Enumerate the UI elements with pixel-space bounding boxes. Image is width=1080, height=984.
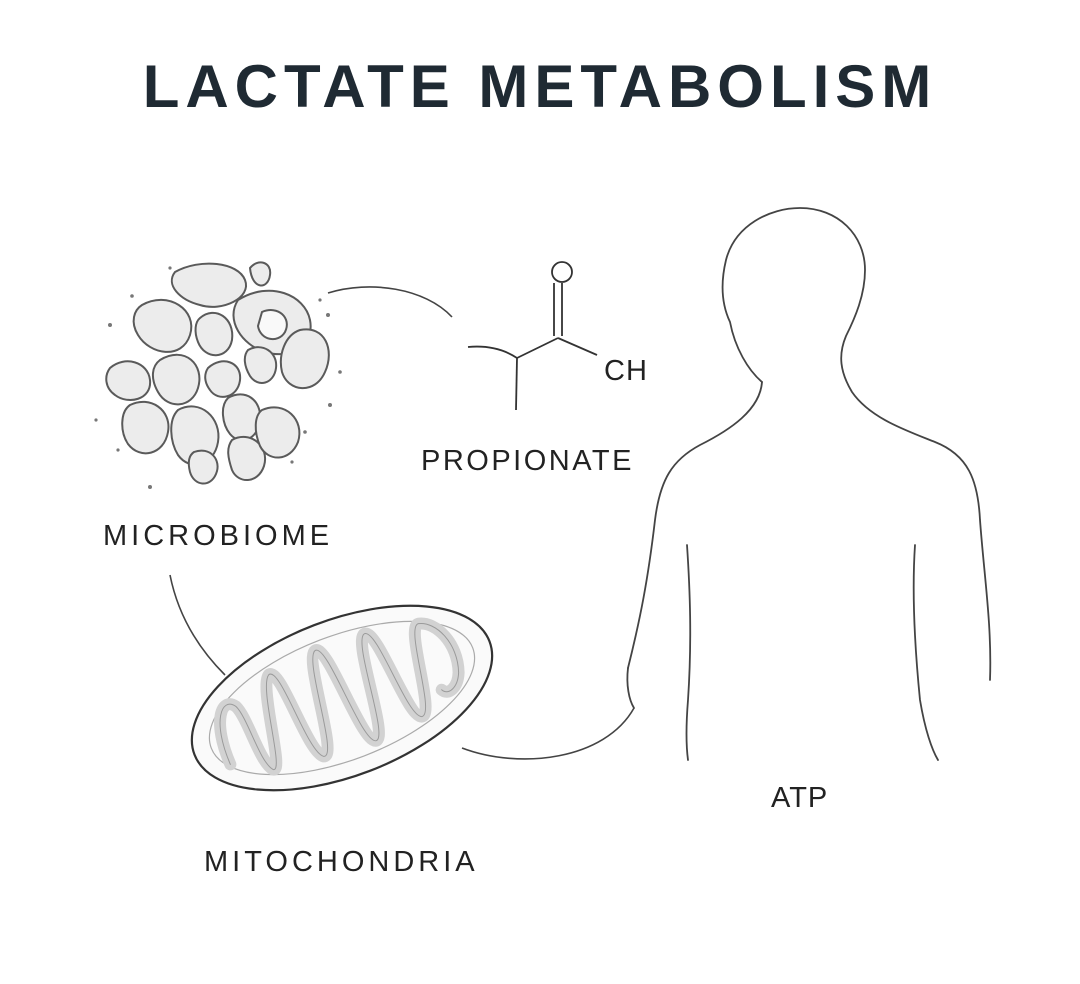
microbiome-specks <box>94 266 342 489</box>
atp-label: ATP <box>771 782 829 814</box>
microbiome-icon <box>105 261 330 485</box>
microbiome-label: MICROBIOME <box>103 520 334 552</box>
mitochondria-icon <box>190 604 494 792</box>
propionate-structure-icon <box>467 261 598 411</box>
mitochondria-label: MITOCHONDRIA <box>204 846 479 878</box>
connector-mitochondria-atp <box>461 707 635 760</box>
connector-microbiome-propionate <box>327 286 453 318</box>
propionate-label: PROPIONATE <box>421 445 634 477</box>
human-silhouette-icon <box>626 207 992 761</box>
diagram-title: LACTATE METABOLISM <box>142 53 938 120</box>
propionate-group-label: CH <box>604 355 648 387</box>
connector-microbiome-mitochondria <box>169 574 226 676</box>
